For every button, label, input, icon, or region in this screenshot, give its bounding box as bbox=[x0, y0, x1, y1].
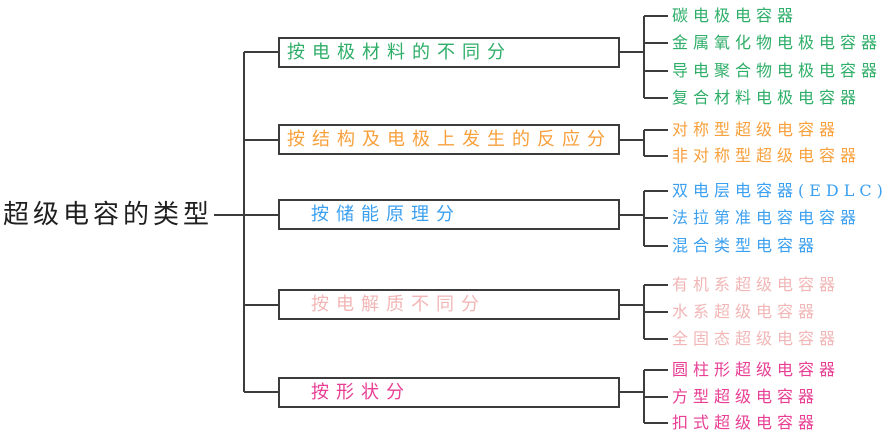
leaf-label: 复合材料电极电容器 bbox=[672, 88, 862, 107]
leaf-label: 混合类型电容器 bbox=[672, 236, 820, 255]
branch-box-electrode-material: 按电极材料的不同分 bbox=[278, 37, 620, 68]
leaf-label: 全固态超级电容器 bbox=[672, 329, 841, 348]
branch-label-shape: 按形状分 bbox=[311, 382, 411, 403]
branch-label-energy-storage-principle: 按储能原理分 bbox=[311, 204, 461, 225]
branch-box-energy-storage-principle: 按储能原理分 bbox=[278, 199, 620, 230]
branch-label-structure-reaction: 按结构及电极上发生的反应分 bbox=[287, 129, 612, 150]
branch-box-structure-reaction: 按结构及电极上发生的反应分 bbox=[278, 124, 620, 155]
branch-box-electrolyte: 按电解质不同分 bbox=[278, 289, 620, 320]
leaf-label: 碳电极电容器 bbox=[672, 6, 799, 25]
leaf-label: 对称型超级电容器 bbox=[672, 120, 841, 139]
root-label: 超级电容的类型 bbox=[3, 200, 214, 230]
leaf-label: 双电层电容器(EDLC) bbox=[672, 181, 888, 200]
leaf-label: 有机系超级电容器 bbox=[672, 275, 841, 294]
leaf-label: 水系超级电容器 bbox=[672, 302, 820, 321]
leaf-label: 金属氧化物电极电容器 bbox=[672, 33, 883, 52]
leaf-label: 扣式超级电容器 bbox=[672, 413, 820, 432]
leaf-label: 方型超级电容器 bbox=[672, 387, 820, 406]
branch-label-electrolyte: 按电解质不同分 bbox=[311, 294, 486, 315]
leaf-label: 导电聚合物电极电容器 bbox=[672, 61, 883, 80]
branch-box-shape: 按形状分 bbox=[278, 377, 620, 408]
branch-label-electrode-material: 按电极材料的不同分 bbox=[287, 42, 512, 63]
leaf-label: 圆柱形超级电容器 bbox=[672, 360, 841, 379]
leaf-label: 非对称型超级电容器 bbox=[672, 146, 862, 165]
leaf-label: 法拉第准电容电容器 bbox=[672, 208, 862, 227]
